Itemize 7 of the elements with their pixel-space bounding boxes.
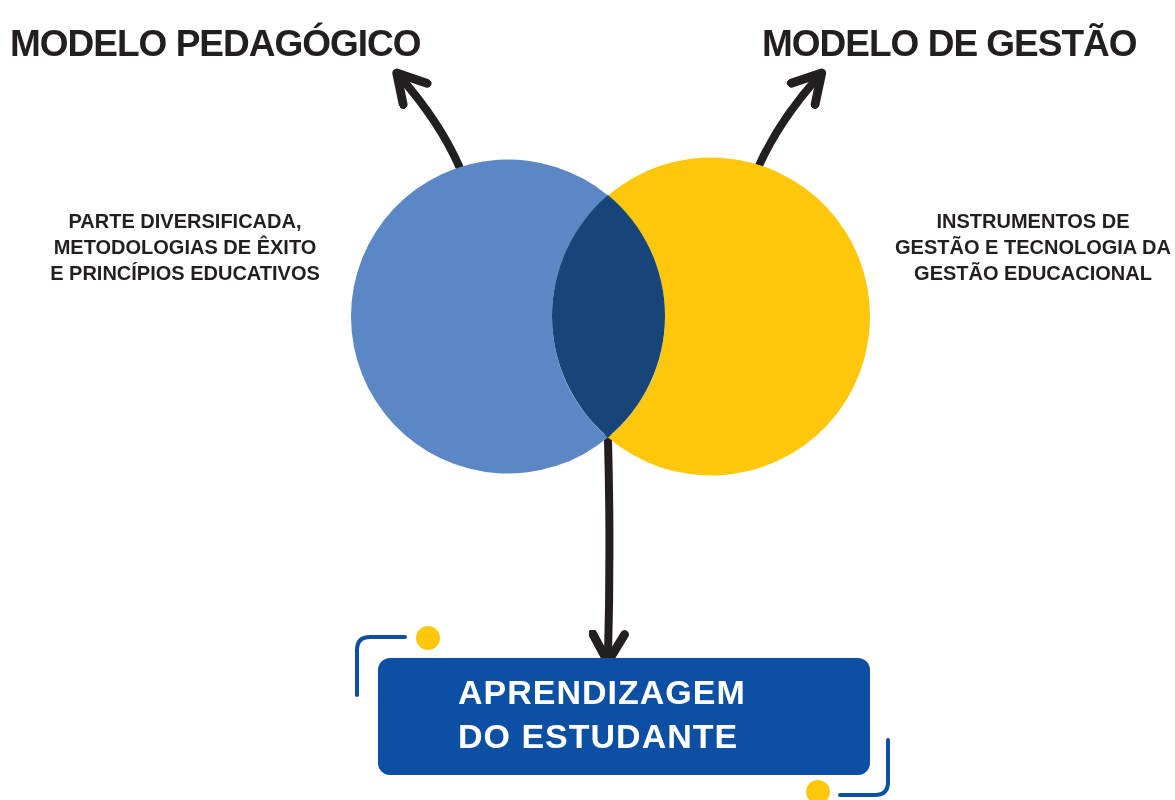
result-box: APRENDIZAGEM DO ESTUDANTE xyxy=(378,658,870,775)
heading-text: MODELO PEDAGÓGICO xyxy=(10,18,480,74)
circle-caption: PARTE DIVERSIFICADA, METODOLOGIAS DE ÊXITO E PRINCÍPIOS EDUCATIVOS xyxy=(50,209,320,286)
overlap-lens xyxy=(552,195,665,438)
arrow xyxy=(392,68,464,171)
heading-text: MODELO DE GESTÃO xyxy=(762,18,1174,74)
circle-caption: INSTRUMENTOS DE GESTÃO E TECNOLOGIA DA GESTÃO EDUCACIONAL xyxy=(894,209,1172,286)
